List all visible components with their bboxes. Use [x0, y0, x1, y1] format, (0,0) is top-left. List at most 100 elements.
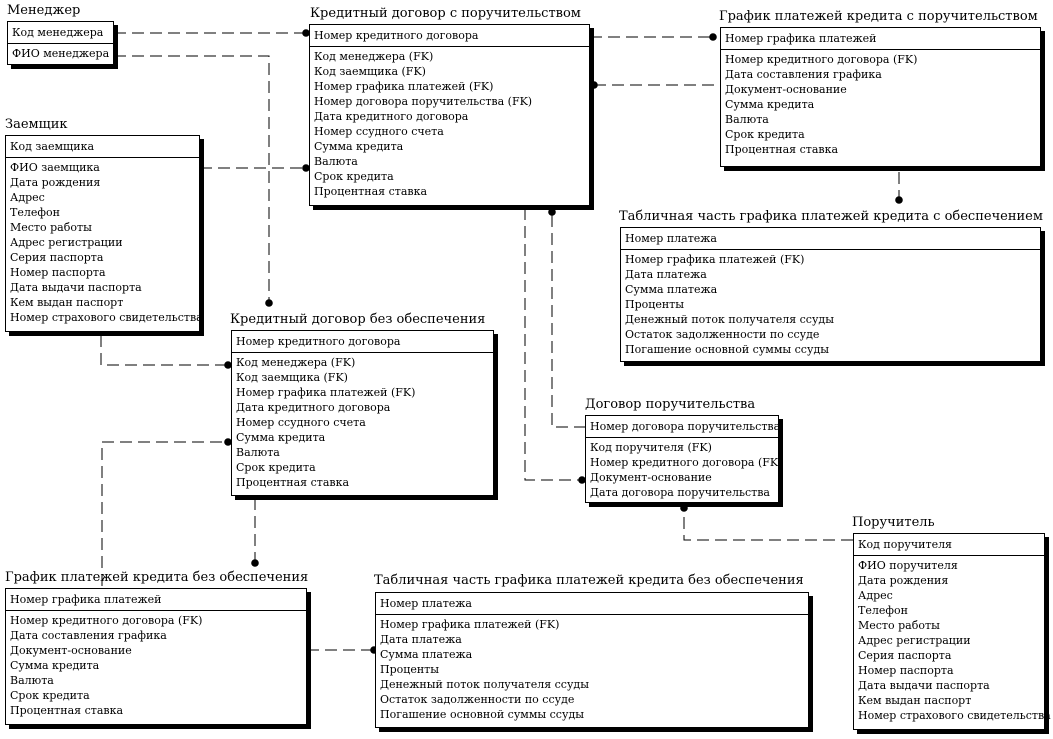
attribute-list: Номер кредитного договора (FK) Дата сост… [721, 50, 1040, 159]
attribute: Дата составления графика [10, 629, 167, 642]
entity-box: Номер платежа Номер графика платежей (FK… [375, 592, 809, 728]
attribute-list: ФИО менеджера [8, 44, 113, 63]
attribute: Серия паспорта [858, 649, 952, 662]
attribute: Кем выдан паспорт [10, 296, 124, 309]
primary-key: Номер кредитного договора [232, 331, 493, 353]
rel-borrower-credit-unsecured [100, 335, 228, 366]
attribute: Погашение основной суммы ссуды [625, 343, 829, 356]
attribute: ФИО заемщика [10, 161, 100, 174]
rel-end-dot [224, 361, 232, 369]
attribute: Процентная ставка [725, 143, 839, 156]
primary-key: Номер графика платежей [721, 28, 1040, 50]
attribute: Остаток задолженности по ссуде [380, 693, 575, 706]
entity-title: График платежей кредита без обеспечения [5, 570, 309, 585]
attribute: Адрес регистрации [10, 236, 123, 249]
attribute-list: Номер графика платежей (FK) Дата платежа… [621, 250, 1040, 359]
attribute: ФИО менеджера [12, 47, 110, 60]
attribute: Адрес регистрации [858, 634, 971, 647]
rel-end-dot [895, 196, 903, 204]
attribute: Место работы [858, 619, 940, 632]
rel-end-dot [265, 299, 273, 307]
attribute-list: ФИО поручителя Дата рождения Адрес Телеф… [854, 556, 1051, 725]
entity-title: Кредитный договор без обеспечения [230, 312, 486, 327]
attribute: Срок кредита [725, 128, 805, 141]
attribute: Сумма кредита [725, 98, 815, 111]
attribute: ФИО поручителя [858, 559, 958, 572]
primary-key: Код поручителя [854, 534, 1044, 556]
entity-box: Номер кредитного договора Код менеджера … [309, 24, 590, 206]
entity-box: Номер графика платежей Номер кредитного … [720, 27, 1041, 167]
entity-title: Табличная часть графика платежей кредита… [374, 573, 804, 588]
attribute: Срок кредита [10, 689, 90, 702]
rel-credit-contract-guarantee [524, 208, 582, 481]
attribute: Код заемщика (FK) [236, 371, 348, 384]
entity-box: Код поручителя ФИО поручителя Дата рожде… [853, 533, 1051, 730]
attribute: Дата выдачи паспорта [10, 281, 142, 294]
entity-box: Номер договора поручительства Код поручи… [585, 415, 783, 503]
entity-title: Поручитель [852, 515, 935, 530]
entity-box: Номер платежа Номер графика платежей (FK… [620, 227, 1041, 362]
attribute: Номер графика платежей (FK) [380, 618, 560, 631]
entity-title: Менеджер [7, 3, 81, 18]
entity-title: Заемщик [5, 117, 68, 132]
rel-end-dot [578, 476, 586, 484]
primary-key: Код заемщика [6, 136, 199, 158]
attribute: Погашение основной суммы ссуды [380, 708, 584, 721]
rel-end-dot [251, 559, 259, 567]
attribute: Адрес [858, 589, 893, 602]
attribute: Сумма кредита [10, 659, 100, 672]
attribute: Номер графика платежей (FK) [314, 80, 494, 93]
attribute: Дата рождения [10, 176, 101, 189]
attribute: Документ-основание [10, 644, 132, 657]
rel-schedule-credit-unsecured [101, 441, 228, 586]
attribute: Номер страхового свидетельства [10, 311, 203, 324]
attribute-list: ФИО заемщика Дата рождения Адрес Телефон… [6, 158, 203, 327]
attribute: Кем выдан паспорт [858, 694, 972, 707]
rel-end-dot [302, 164, 310, 172]
attribute-list: Код менеджера (FK) Код заемщика (FK) Ном… [310, 47, 589, 201]
attribute: Номер паспорта [10, 266, 106, 279]
attribute: Номер графика платежей (FK) [236, 386, 416, 399]
rel-end-dot [302, 29, 310, 37]
attribute: Номер страхового свидетельства [858, 709, 1051, 722]
attribute: Валюта [725, 113, 769, 126]
rel-end-dot [548, 208, 556, 216]
rel-end-dot [590, 81, 598, 89]
attribute: Номер графика платежей (FK) [625, 253, 805, 266]
primary-key: Номер платежа [376, 593, 808, 615]
attribute: Сумма платежа [625, 283, 718, 296]
attribute: Проценты [625, 298, 685, 311]
attribute: Номер кредитного договора (FK) [10, 614, 203, 627]
attribute: Валюта [10, 674, 54, 687]
primary-key: Код менеджера [8, 22, 113, 44]
attribute: Адрес [10, 191, 45, 204]
attribute: Валюта [314, 155, 358, 168]
attribute: Номер кредитного договора (FK) [725, 53, 918, 66]
attribute: Денежный поток получателя ссуды [380, 678, 589, 691]
attribute: Процентная ставка [314, 185, 428, 198]
rel-contract-credit-guarantee [551, 212, 586, 428]
attribute: Номер ссудного счета [236, 416, 366, 429]
rel-end-dot [709, 33, 717, 41]
attribute: Телефон [10, 206, 60, 219]
primary-key: Номер платежа [621, 228, 1040, 250]
attribute: Процентная ставка [236, 476, 350, 489]
attribute: Серия паспорта [10, 251, 104, 264]
attribute: Проценты [380, 663, 440, 676]
entity-box: Номер графика платежей Номер кредитного … [5, 588, 307, 725]
attribute: Остаток задолженности по ссуде [625, 328, 820, 341]
attribute: Дата выдачи паспорта [858, 679, 990, 692]
entity-title: Табличная часть графика платежей кредита… [619, 209, 1043, 224]
attribute: Номер кредитного договора (FK) [590, 456, 783, 469]
attribute: Валюта [236, 446, 280, 459]
attribute: Код поручителя (FK) [590, 441, 712, 454]
attribute: Денежный поток получателя ссуды [625, 313, 834, 326]
attribute: Номер договора поручительства (FK) [314, 95, 533, 108]
attribute: Номер ссудного счета [314, 125, 444, 138]
attribute: Телефон [858, 604, 908, 617]
attribute-list: Номер кредитного договора (FK) Дата сост… [6, 611, 306, 720]
rel-guarantor-contract [683, 508, 853, 541]
attribute: Место работы [10, 221, 92, 234]
entity-box: Код заемщика ФИО заемщика Дата рождения … [5, 135, 203, 332]
